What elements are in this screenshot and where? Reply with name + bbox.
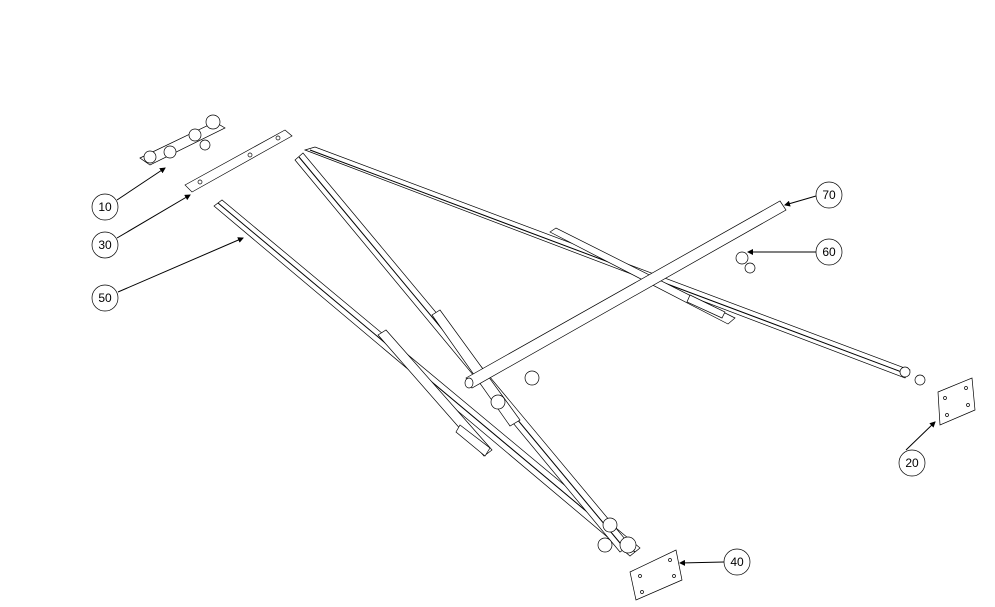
svg-text:30: 30 bbox=[98, 238, 112, 252]
balloon-10: 10 bbox=[91, 193, 119, 221]
leader-lines bbox=[116, 167, 936, 566]
part-70-rod bbox=[464, 200, 787, 389]
svg-text:50: 50 bbox=[98, 291, 112, 305]
svg-text:60: 60 bbox=[822, 245, 836, 259]
svg-text:10: 10 bbox=[98, 200, 112, 214]
svg-text:40: 40 bbox=[730, 555, 744, 569]
part-10-clamp-assembly bbox=[139, 114, 226, 166]
svg-text:70: 70 bbox=[822, 188, 836, 202]
part-50-beam bbox=[213, 199, 641, 557]
balloon-30: 30 bbox=[91, 231, 119, 259]
part-20-plate bbox=[937, 377, 976, 426]
part-40-plate bbox=[629, 549, 683, 601]
clamp-hardware bbox=[490, 366, 926, 554]
balloon-50: 50 bbox=[91, 284, 119, 312]
frame-beam-steep bbox=[294, 152, 631, 553]
part-60-clamp bbox=[735, 251, 756, 274]
frame-beam-shallow bbox=[303, 146, 911, 379]
part-30-plate bbox=[184, 129, 293, 193]
balloon-60: 60 bbox=[815, 238, 843, 266]
balloon-40: 40 bbox=[723, 548, 751, 576]
svg-text:20: 20 bbox=[905, 456, 919, 470]
balloon-70: 70 bbox=[815, 181, 843, 209]
balloon-20: 20 bbox=[898, 449, 926, 477]
